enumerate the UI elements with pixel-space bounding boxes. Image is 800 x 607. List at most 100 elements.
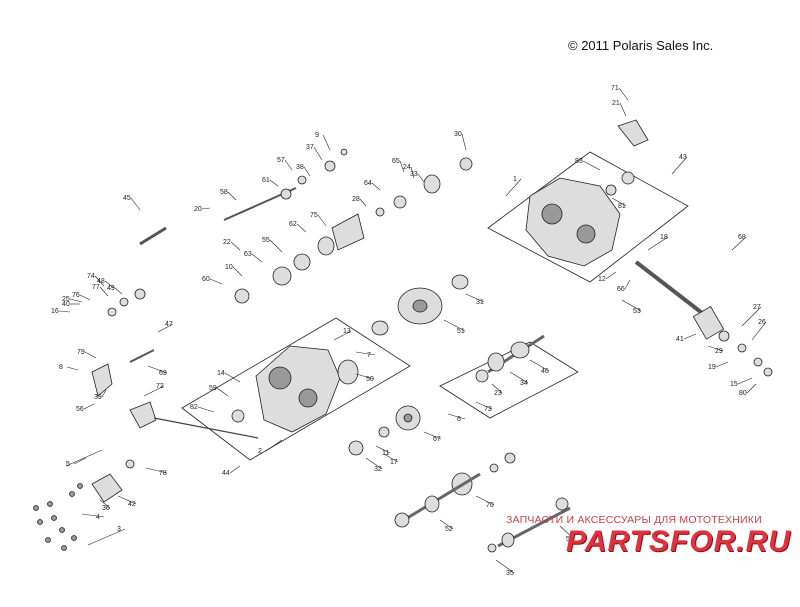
callout-38: 38 [296,164,304,171]
callout-1: 1 [513,176,517,183]
callout-6: 6 [457,416,461,423]
callout-39: 39 [94,394,102,401]
callout-leader-44 [229,465,241,474]
callout-25: 25 [62,296,70,303]
callout-74: 74 [87,273,95,280]
gear-shaft-assembly [475,334,545,383]
callout-64: 64 [364,180,372,187]
callout-70: 70 [486,502,494,509]
callout-leader-17 [383,453,399,463]
input-gear-shaft [394,452,516,528]
callout-32: 32 [374,466,382,473]
callout-leader-4 [81,513,105,518]
callout-5: 5 [66,461,70,468]
callout-leader-41 [683,333,697,340]
callout-leader-48 [104,280,115,289]
callout-10: 10 [225,264,233,271]
callout-44: 44 [222,470,230,477]
callout-31: 31 [476,299,484,306]
callout-leader-69 [147,365,168,374]
callout-69: 69 [159,370,167,377]
callout-21: 21 [612,100,620,107]
callout-41: 41 [676,336,684,343]
callout-leader-67 [423,431,442,440]
callout-leader-83 [582,160,601,171]
callout-leader-61 [269,179,279,187]
watermark-logo: PARTSFOR.RU [566,525,791,558]
callout-3: 3 [117,526,121,533]
callout-leader-31 [465,293,485,303]
callout-14: 14 [217,370,225,377]
callout-leader-35 [495,559,515,574]
callout-leader-1 [505,178,522,197]
callout-61: 61 [262,177,270,184]
callout-leader-52 [439,519,454,530]
callout-leader-11 [375,445,391,454]
callout-leader-57 [284,159,293,171]
callout-12: 12 [598,276,606,283]
callout-leader-7 [355,351,376,356]
front-transmission-housing [231,345,359,433]
callout-leader-45 [130,197,141,211]
callout-54: 54 [566,536,574,543]
callout-26: 26 [758,319,766,326]
callout-leader-82 [197,406,215,413]
callout-17: 17 [390,459,398,466]
callout-30: 30 [454,131,462,138]
callout-leader-19 [715,361,729,368]
callout-leader-14 [224,372,241,383]
callout-leader-58 [227,191,237,201]
callout-leader-2 [265,439,283,452]
callout-leader-75 [317,214,327,227]
copyright-notice: © 2011 Polaris Sales Inc. [568,38,714,53]
output-shaft [634,260,773,377]
callout-49: 49 [107,285,115,292]
callout-37: 37 [306,144,314,151]
callout-45: 45 [123,195,131,202]
callout-leader-55 [269,239,283,253]
callout-11: 11 [382,450,389,457]
callout-leader-59 [216,387,229,397]
callout-28: 28 [352,196,360,203]
gear-train [234,213,365,304]
callout-73: 73 [484,406,492,413]
callout-leader-36 [99,499,111,509]
gear-position-switch [65,449,135,503]
callout-75: 75 [310,212,318,219]
callout-67: 67 [433,436,441,443]
callout-57: 57 [277,157,285,164]
callout-71: 71 [611,85,619,92]
callout-60: 60 [202,276,210,283]
callout-leader-22 [230,241,241,251]
callout-leader-27 [741,306,762,327]
rear-housing-group-box [487,151,689,283]
callout-leader-23 [491,383,503,394]
callout-35: 35 [506,570,514,577]
callout-leader-77 [99,286,109,297]
callout-52: 52 [445,526,453,533]
shift-linkage [91,226,259,439]
callout-59: 59 [209,385,217,392]
callout-leader-10 [232,266,243,277]
fastener-set [33,483,83,551]
callout-66: 66 [617,286,625,293]
callout-leader-72 [143,385,165,397]
callout-leader-30 [461,133,467,151]
front-housing-group-box [181,317,411,461]
callout-leader-20 [201,207,211,210]
callout-leader-80 [746,383,757,394]
callout-65: 65 [392,158,400,165]
callout-leader-12 [605,271,617,280]
callout-42: 42 [128,501,136,508]
callout-labels: 1234567891011121314151617181920212223242… [51,85,767,577]
callout-50: 50 [366,376,374,383]
gear-shaft-group-box [439,341,579,419]
callout-27: 27 [753,304,761,311]
callout-83: 83 [575,158,583,165]
callout-46: 46 [541,368,549,375]
callout-leader-54 [559,525,575,540]
callout-13: 13 [343,328,351,335]
callout-leader-64 [371,182,381,191]
callout-4: 4 [96,514,100,521]
drive-gear [348,405,421,456]
